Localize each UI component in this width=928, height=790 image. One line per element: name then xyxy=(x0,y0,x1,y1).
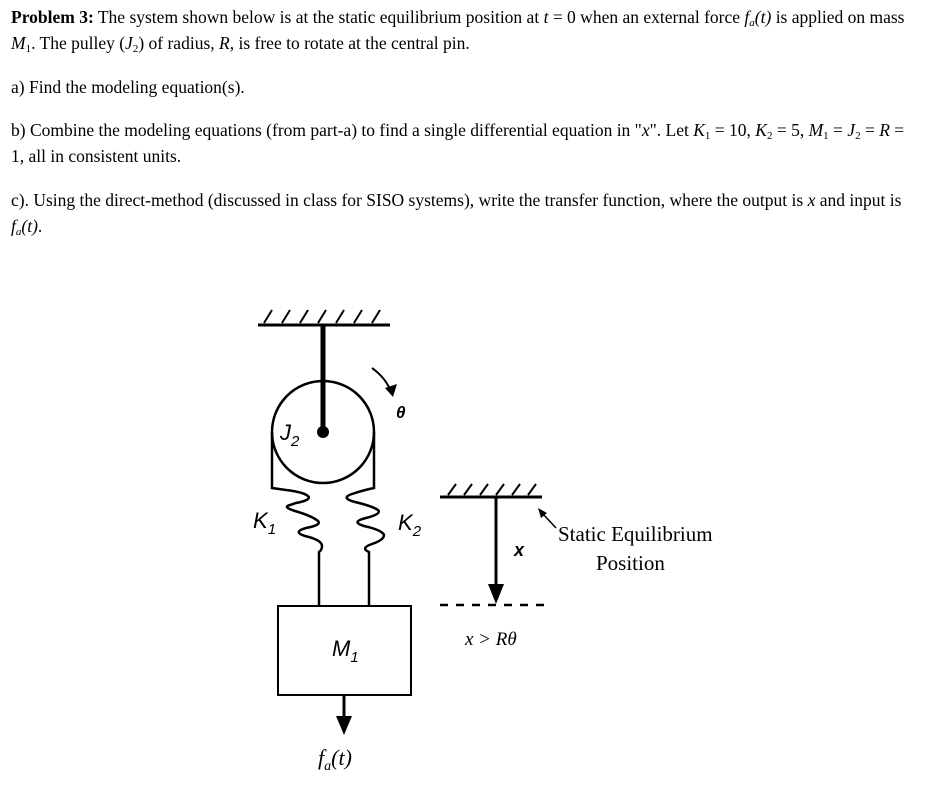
part-c: c). Using the direct-method (discussed i… xyxy=(11,187,917,239)
displacement-arrowhead-icon xyxy=(488,584,504,604)
text-fragment: and input is xyxy=(815,190,902,210)
rotation-arrowhead-icon xyxy=(385,384,397,397)
spring-k2 xyxy=(345,432,386,606)
equilibrium-label-line2: Position xyxy=(596,551,665,575)
text-fragment: = 0 when an external force xyxy=(548,7,745,27)
k2-subscript: 2 xyxy=(766,130,773,142)
pulley-symbol: J xyxy=(125,33,133,53)
text-fragment: . xyxy=(37,216,43,236)
text-fragment: . The pulley ( xyxy=(31,33,126,53)
force-symbol: f xyxy=(744,7,750,27)
theta-label: θ xyxy=(396,403,406,422)
text-fragment: ". Let xyxy=(649,120,694,140)
mass-label: M1 xyxy=(332,636,359,666)
pulley-label: J2 xyxy=(279,420,300,450)
x-symbol: x xyxy=(807,190,816,210)
force-argument: (t) xyxy=(754,7,772,27)
mechanical-system-diagram: J2 θ K1 K2 M1 fa(t) x Static Equilib xyxy=(253,309,713,774)
problem-title: Problem 3: xyxy=(11,7,94,27)
mass-subscript: 1 xyxy=(25,43,32,55)
top-ground xyxy=(258,309,390,327)
text-fragment: ) of radius, xyxy=(138,33,220,53)
force-arrowhead-icon xyxy=(336,716,352,735)
k2-label: K2 xyxy=(398,510,422,540)
part-a: a) Find the modeling equation(s). xyxy=(11,77,245,97)
j2-symbol: J xyxy=(847,120,856,140)
force-subscript: a xyxy=(15,226,22,238)
k1-subscript: 1 xyxy=(704,130,711,142)
part-b: b) Combine the modeling equations (from … xyxy=(11,117,917,169)
text-fragment: , is free to rotate at the central pin. xyxy=(229,33,470,53)
k1-symbol: K xyxy=(693,120,705,140)
m1-subscript: 1 xyxy=(823,130,829,142)
text-fragment: c). Using the direct-method (discussed i… xyxy=(11,190,808,210)
text-fragment: = 1, all in consistent units. xyxy=(11,120,905,166)
m1-symbol: M xyxy=(808,120,824,140)
force-subscript: a xyxy=(749,17,755,29)
k1-value: = 10, xyxy=(710,120,756,140)
equilibrium-pointer-head-icon xyxy=(538,508,547,518)
text-fragment: = xyxy=(860,120,880,140)
r-symbol: R xyxy=(879,120,890,140)
k1-label: K1 xyxy=(253,508,276,538)
text-fragment: The system shown below is at the static … xyxy=(93,7,544,27)
pulley-subscript: 2 xyxy=(132,43,139,55)
force-symbol: f xyxy=(11,216,16,236)
k2-symbol: K xyxy=(755,120,767,140)
x-symbol: x xyxy=(641,120,650,140)
text-fragment: = xyxy=(828,120,848,140)
equilibrium-pointer xyxy=(542,513,557,529)
t-symbol: t xyxy=(543,7,549,27)
k2-value: = 5, xyxy=(772,120,809,140)
radius-symbol: R xyxy=(219,33,230,53)
problem-statement: Problem 3: The system shown below is at … xyxy=(11,4,917,56)
x-label: x xyxy=(513,540,525,560)
equilibrium-label-line1: Static Equilibrium xyxy=(558,522,713,546)
pulley-pin xyxy=(317,426,329,438)
force-argument: (t) xyxy=(21,216,38,236)
relation-label: x > Rθ xyxy=(464,629,517,650)
mass-symbol: M xyxy=(11,33,26,53)
j2-subscript: 2 xyxy=(855,130,861,142)
reference-ground xyxy=(440,483,542,499)
text-fragment: b) Combine the modeling equations (from … xyxy=(11,120,642,140)
text-fragment: is applied on mass xyxy=(771,7,905,27)
spring-k1 xyxy=(270,432,324,606)
force-label: fa(t) xyxy=(318,745,352,774)
